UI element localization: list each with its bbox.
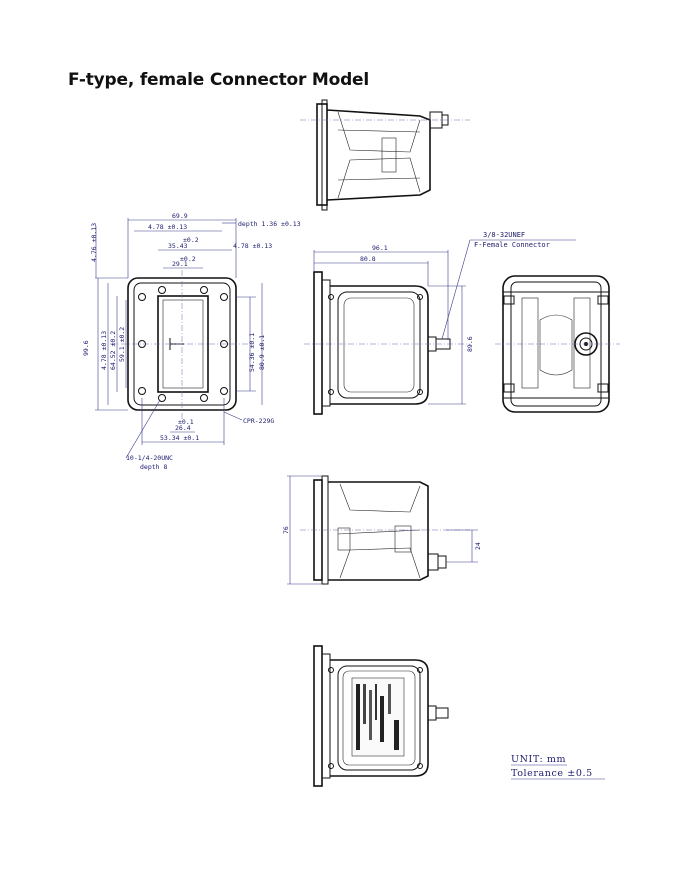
- product-label: [351, 677, 405, 757]
- bottom-view: 76 24: [282, 475, 482, 585]
- page-title: F-type, female Connector Model: [68, 70, 370, 90]
- dim-length-body: 80.8: [360, 255, 376, 263]
- dim-left-c: 59.1 ±0.2: [118, 327, 126, 362]
- dim-width-overall: 69.9: [172, 212, 188, 220]
- dim-length-overall: 96.1: [372, 244, 388, 252]
- dim-bottom-small: 26.4: [175, 424, 191, 432]
- dim-depth-note: depth 1.36 ±0.13: [238, 220, 301, 228]
- dim-small-tol: ±0.2: [180, 255, 196, 263]
- dim-bottom-width: 53.34 ±0.1: [160, 434, 199, 442]
- dim-side-height: 89.6: [466, 336, 474, 352]
- dim-bottom-offset: 24: [474, 542, 482, 550]
- dim-inner-tol: ±0.2: [183, 236, 199, 244]
- unit-note: UNIT: mm: [511, 754, 566, 765]
- thread-depth-label: depth 8: [140, 463, 167, 471]
- dim-bottom-tol: ±0.1: [178, 418, 194, 426]
- side-view: 96.1 80.8 89.6 3/8-32UNEF F-Female Conne…: [304, 231, 576, 415]
- dim-flange-edge: 4.78 ±0.13: [148, 223, 187, 231]
- dim-right-a: 54.36 ±0.1: [248, 333, 256, 372]
- dim-left-b: 64.52 ±0.2: [109, 331, 117, 370]
- connector-note-2: F-Female Connector: [474, 241, 550, 249]
- dim-right-edge: 4.78 ±0.13: [233, 242, 272, 250]
- connector-note-1: 3/8-32UNEF: [483, 231, 525, 239]
- dim-small-width: 29.1: [172, 260, 188, 268]
- top-view: [300, 99, 470, 211]
- dim-inner-width: 35.43: [168, 242, 188, 250]
- tolerance-note: Tolerance ±0.5: [511, 768, 593, 779]
- dim-right-b: 80.9 ±0.1: [258, 335, 266, 370]
- thread-label: 10-1/4-20UNC: [126, 454, 173, 462]
- dim-left-a: 4.78 ±0.13: [100, 331, 108, 370]
- notes: UNIT: mm Tolerance ±0.5: [511, 754, 605, 780]
- dim-height-overall: 99.6: [82, 340, 90, 356]
- dim-bottom-height: 76: [282, 526, 290, 534]
- label-view: [313, 645, 449, 787]
- dim-left-top: 4.76 ±0.13: [90, 223, 98, 262]
- front-view: 69.9 4.78 ±0.13 depth 1.36 ±0.13 ±0.2 35…: [82, 212, 301, 471]
- rear-view: [495, 275, 620, 413]
- flange-type-label: CPR-229G: [243, 417, 274, 425]
